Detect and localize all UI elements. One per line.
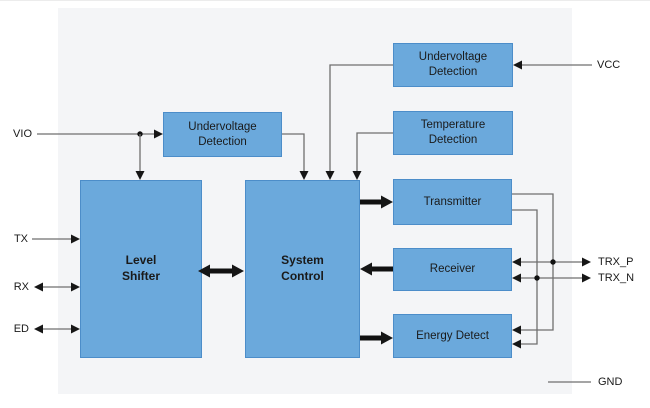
block-system-control: System Control <box>245 180 360 358</box>
block-level-shifter: Level Shifter <box>80 180 202 358</box>
block-label: Temperature <box>420 119 486 132</box>
block-energy-detect: Energy Detect <box>393 314 512 358</box>
block-undervoltage-detection-vcc: Undervoltage Detection <box>393 43 513 87</box>
pin-label-rx: RX <box>13 281 29 293</box>
block-temperature-detection: Temperature Detection <box>393 111 513 155</box>
pin-label-vio: VIO <box>13 128 32 140</box>
block-label: Undervoltage <box>188 120 257 133</box>
block-label: Transmitter <box>423 195 482 208</box>
block-label: Receiver <box>429 263 476 276</box>
block-label: Undervoltage <box>418 51 488 64</box>
pin-label-ed: ED <box>13 323 29 335</box>
pin-label-trx-n: TRX_N <box>598 272 635 284</box>
pin-label-tx: TX <box>13 233 28 245</box>
block-label: Detection <box>428 66 478 78</box>
block-label: Level <box>125 253 157 268</box>
block-label: Shifter <box>121 269 160 283</box>
pin-label-trx-p: TRX_P <box>598 256 634 268</box>
block-label: Control <box>281 269 324 283</box>
block-undervoltage-detection-vio: Undervoltage Detection <box>163 112 282 157</box>
pin-label-vcc: VCC <box>597 59 621 71</box>
block-label: Detection <box>198 135 247 148</box>
block-transmitter: Transmitter <box>393 179 512 225</box>
block-label: System <box>281 253 324 268</box>
block-label: Detection <box>428 134 478 146</box>
pin-label-gnd: GND <box>598 376 623 388</box>
block-label: Energy Detect <box>416 329 489 342</box>
block-receiver: Receiver <box>393 248 512 291</box>
